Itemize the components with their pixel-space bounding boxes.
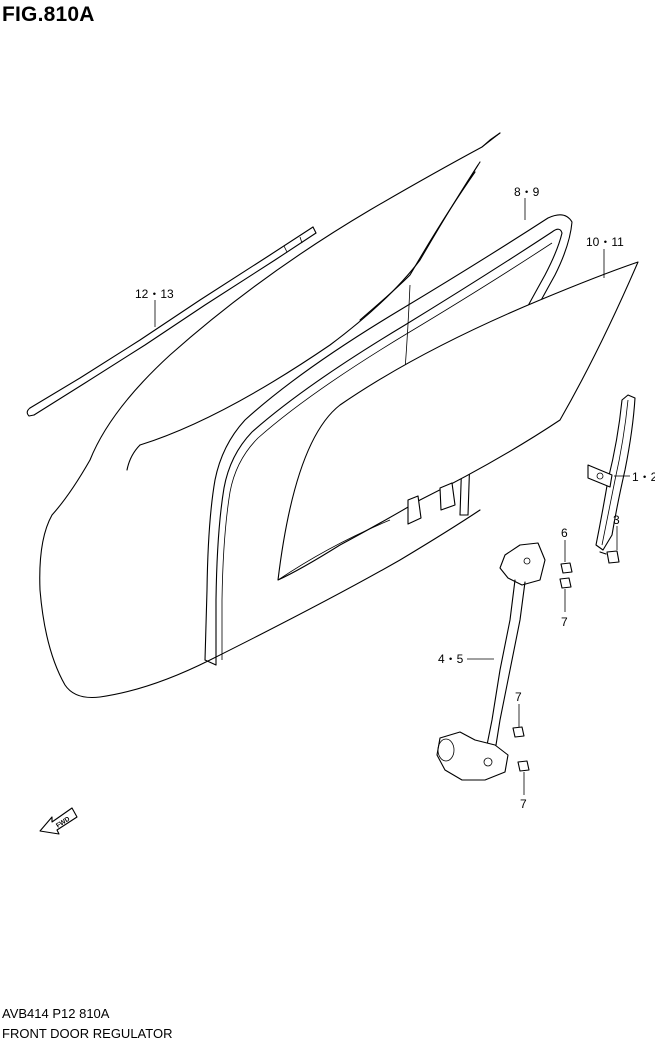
callout-8-9: 8・9 (514, 185, 540, 199)
callout-12-13: 12・13 (135, 287, 174, 301)
callout-6: 6 (561, 526, 568, 540)
weatherstrip-12-13 (26, 226, 317, 417)
bolts-6-7 (512, 562, 573, 772)
callout-7-lower: 7 (520, 797, 527, 811)
figure-title: FIG.810A (2, 3, 95, 26)
callout-10-11: 10・11 (586, 235, 624, 249)
window-regulator-4-5 (436, 542, 546, 781)
figure-name: FRONT DOOR REGULATOR (2, 1026, 173, 1041)
figure-code: AVB414 P12 810A (2, 1006, 110, 1021)
callout-4-5: 4・5 (438, 652, 464, 666)
callout-3: 3 (613, 513, 620, 527)
glass-brackets (407, 482, 456, 525)
fwd-arrow: FWD (39, 807, 78, 835)
bolt-3 (599, 550, 620, 564)
callout-labels: 12・13 8・9 10・11 1・2 3 6 7 4・5 7 7 (135, 185, 655, 811)
leader-lines (154, 198, 630, 795)
door-glass-10-11 (277, 261, 639, 581)
callout-7-upper: 7 (561, 615, 568, 629)
callout-7-middle: 7 (515, 690, 522, 704)
callout-1-2: 1・2 (632, 470, 655, 484)
rear-channel-1-2 (587, 394, 636, 551)
